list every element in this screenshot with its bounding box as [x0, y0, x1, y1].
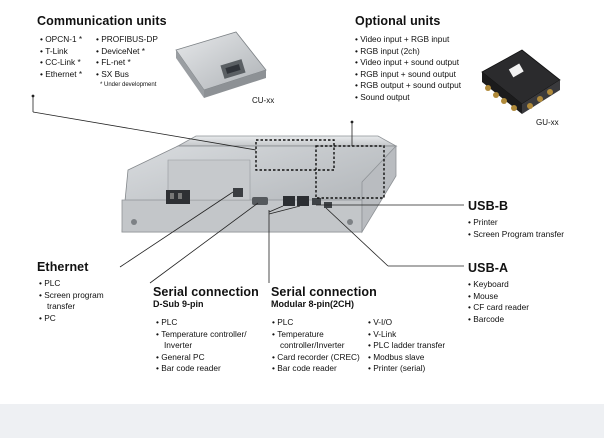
list-item: Screen program: [39, 290, 104, 302]
list-item: RGB input + sound output: [355, 69, 461, 81]
leader-serial-dsub: [149, 202, 259, 284]
list-item: RGB output + sound output: [355, 80, 461, 92]
leader-comm-diagonal: [32, 111, 257, 151]
leader-modular-a: [268, 205, 284, 213]
ethernet-title: Ethernet: [37, 260, 89, 274]
list-item: Bar code reader: [272, 363, 360, 375]
list-item: PLC: [272, 317, 360, 329]
list-item: RGB input (2ch): [355, 46, 461, 58]
hmi-panel-image: [121, 135, 398, 234]
serial-modular-title: Serial connection: [271, 285, 377, 299]
ethernet-list: PLC Screen program transfer PC: [39, 278, 104, 324]
under-development-note: * Under development: [100, 82, 157, 88]
list-item: General PC: [156, 352, 247, 364]
list-item: PROFIBUS-DP: [96, 34, 158, 46]
leader-usb-a-diagonal: [325, 207, 389, 267]
list-item: transfer: [47, 301, 76, 312]
list-item: Mouse: [468, 291, 529, 303]
list-item: Screen Program transfer: [468, 229, 564, 241]
serial-dsub-list: PLC Temperature controller/ Inverter Gen…: [156, 317, 247, 375]
list-item: Sound output: [355, 92, 461, 104]
list-item: Temperature: [272, 329, 360, 341]
list-item: V-I/O: [368, 317, 445, 329]
communication-units-list-1: OPCN-1 * T-Link CC-Link * Ethernet *: [40, 34, 82, 80]
list-item: PC: [39, 313, 104, 325]
leader-modular-b: [268, 205, 301, 215]
list-item: Card recorder (CREC): [272, 352, 360, 364]
list-item: Temperature controller/: [156, 329, 246, 341]
serial-modular-list-1: PLC Temperature controller/Inverter Card…: [272, 317, 360, 375]
list-item: V-Link: [368, 329, 445, 341]
communication-units-title: Communication units: [37, 14, 167, 28]
serial-modular-list-2: V-I/O V-Link PLC ladder transfer Modbus …: [368, 317, 445, 375]
list-item: DeviceNet *: [96, 46, 158, 58]
list-item: Printer (serial): [368, 363, 445, 375]
serial-dsub-title: Serial connection: [153, 285, 259, 299]
list-item: CC-Link *: [40, 57, 82, 69]
list-item: Bar code reader: [156, 363, 247, 375]
usb-a-list: Keyboard Mouse CF card reader Barcode: [468, 279, 529, 325]
list-item: Barcode: [468, 314, 529, 326]
list-item: T-Link: [40, 46, 82, 58]
cu-module-image: [175, 31, 267, 98]
serial-dsub-subtitle: D-Sub 9-pin: [153, 299, 204, 309]
gu-slot-outline: [315, 145, 385, 199]
optional-units-title: Optional units: [355, 14, 441, 28]
list-item: OPCN-1 *: [40, 34, 82, 46]
list-item: Modbus slave: [368, 352, 445, 364]
usb-b-list: Printer Screen Program transfer: [468, 217, 564, 240]
communication-units-list-2: PROFIBUS-DP DeviceNet * FL-net * SX Bus: [96, 34, 158, 80]
list-item: Keyboard: [468, 279, 529, 291]
list-item: CF card reader: [468, 302, 529, 314]
serial-modular-subtitle: Modular 8-pin(2CH): [271, 299, 354, 309]
list-item: Video input + sound output: [355, 57, 461, 69]
cu-label: CU-xx: [252, 96, 275, 105]
list-item: Printer: [468, 217, 564, 229]
usb-a-title: USB-A: [468, 261, 509, 275]
footer-band: [0, 404, 604, 438]
optional-units-list: Video input + RGB input RGB input (2ch) …: [355, 34, 461, 104]
list-item: PLC: [39, 278, 104, 290]
list-item: FL-net *: [96, 57, 158, 69]
leader-ethernet: [119, 191, 234, 268]
list-item: Ethernet *: [40, 69, 82, 81]
gu-label: GU-xx: [536, 118, 559, 127]
list-item: Video input + RGB input: [355, 34, 461, 46]
list-item: controller/Inverter: [280, 340, 345, 351]
usb-b-title: USB-B: [468, 199, 509, 213]
list-item: PLC ladder transfer: [368, 340, 445, 352]
gu-module-image: [481, 49, 561, 114]
list-item: Inverter: [164, 340, 193, 351]
list-item: SX Bus: [96, 69, 158, 81]
list-item: PLC: [156, 317, 247, 329]
